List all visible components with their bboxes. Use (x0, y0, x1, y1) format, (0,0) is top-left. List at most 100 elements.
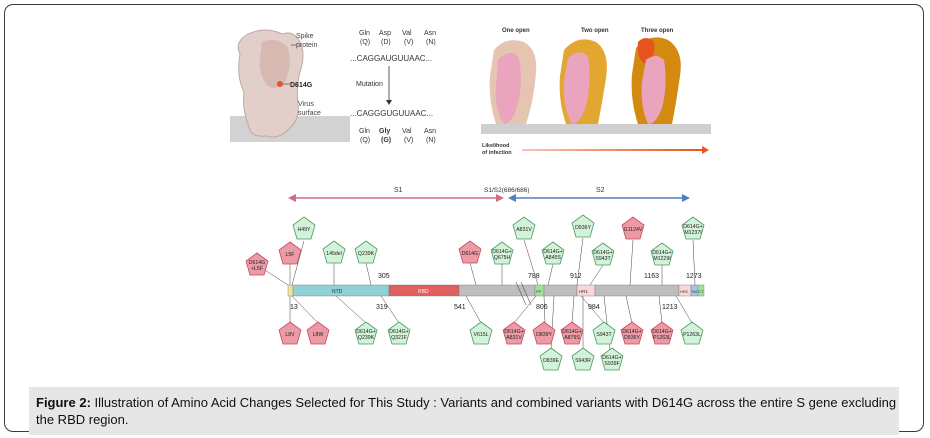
variant-label: L8W (313, 332, 324, 338)
variant-marker: D614G+P1263L (650, 321, 674, 345)
variant-label: D614G+S943T (593, 250, 612, 262)
mutation-label: Mutation (356, 81, 383, 88)
svg-text:1163: 1163 (644, 273, 659, 280)
variants-below: L8V L8W D614G+Q239K D614G+Q321F V615L (278, 321, 704, 371)
svg-text:CT: CT (698, 289, 704, 294)
variant-marker: V615L (469, 321, 493, 345)
svg-text:Three open: Three open (641, 28, 674, 34)
likelihood-arrow (522, 149, 702, 151)
svg-text:(G): (G) (381, 137, 391, 144)
variant-marker: D614G (458, 240, 482, 264)
svg-text:Val: Val (402, 30, 412, 37)
variant-label: L8V (285, 332, 295, 338)
variant-marker: D614G+A879S (560, 321, 584, 345)
svg-text:TM: TM (691, 289, 697, 294)
variant-marker: L8W (306, 321, 330, 345)
variant-label: G1124V (624, 227, 643, 233)
svg-text:(V): (V) (404, 39, 413, 46)
svg-text:984: 984 (588, 304, 600, 311)
s2-label: S2 (596, 187, 605, 194)
variant-label: H49Y (298, 227, 312, 233)
variant-label: S943T (596, 332, 612, 338)
variant-marker: D839E (539, 347, 563, 371)
variant-label: D614G+S939F (602, 355, 621, 367)
variant-marker: S943R (571, 347, 595, 371)
svg-text:HR1: HR1 (579, 289, 588, 294)
svg-text:806: 806 (536, 304, 548, 311)
variant-marker: L5F (278, 241, 302, 265)
variant-marker: D614G+M1229I (650, 242, 674, 266)
sequence-original: ...CAGGAUGUUAAC... (350, 54, 432, 63)
variant-marker: G1124V (621, 216, 645, 240)
codon-sequence-panel: Gln Asp Val Asn (Q) (D) (V) (N) ...CAGGA… (350, 30, 436, 144)
variant-marker: L8V (278, 321, 302, 345)
svg-text:541: 541 (454, 304, 466, 311)
svg-text:HR2: HR2 (680, 289, 689, 294)
region-arrows: S1 S1/S2(686/686) S2 (288, 187, 690, 202)
d614g-label: D614G (290, 82, 313, 89)
svg-text:of infection: of infection (482, 150, 512, 156)
virus-label-2: surface (298, 110, 321, 117)
svg-text:1273: 1273 (686, 273, 702, 280)
variant-label: D614G+Q239K (356, 329, 375, 341)
virus-label: Virus (298, 101, 314, 108)
variant-label: 145del (326, 251, 342, 257)
variants-above: D614G+L5F L5F H49Y 145del Q239K (245, 214, 705, 276)
variant-marker: H49Y (292, 216, 316, 240)
variant-label: A831V (516, 227, 532, 233)
svg-text:One open: One open (502, 28, 530, 34)
svg-text:Gly: Gly (379, 128, 390, 135)
variant-marker: P1263L (680, 321, 704, 345)
variant-marker: D839Y (532, 321, 556, 345)
variant-marker: D614G+Q321F (387, 321, 411, 345)
variant-label: D614G+A831V (504, 329, 523, 341)
svg-text:788: 788 (528, 273, 540, 280)
spike-label: Spike (296, 33, 314, 40)
svg-text:FP: FP (536, 289, 541, 294)
variant-marker: 145del (322, 240, 346, 264)
figure-caption: Figure 2: Illustration of Amino Acid Cha… (29, 387, 899, 435)
variant-marker: D614G+Q675H (490, 241, 514, 265)
svg-text:912: 912 (570, 273, 582, 280)
variant-label: D614G+A845S (543, 249, 562, 261)
variant-label: S943R (575, 358, 591, 364)
svg-text:(Q): (Q) (360, 39, 370, 46)
variant-marker: D614G+L5F (245, 252, 269, 276)
variant-label: V615L (473, 332, 488, 338)
svg-text:Asn: Asn (424, 30, 436, 37)
spike-label-2: protein (296, 42, 318, 49)
svg-text:Asp: Asp (379, 30, 391, 37)
variant-label: D614G+A879S (562, 329, 581, 341)
svg-text:13: 13 (290, 304, 298, 311)
variant-label: D614G+Q675H (492, 249, 511, 261)
variant-label: D839Y (536, 332, 552, 338)
variant-marker: D614G+A831V (502, 321, 526, 345)
variant-marker: S943T (592, 321, 616, 345)
open-states-illustration: One open Two open Three open Likelihood … (481, 28, 711, 156)
variant-marker: D614G+S943T (591, 242, 615, 266)
variant-label: D936Y (575, 225, 591, 231)
variant-label: D614G+M1229I (652, 250, 671, 262)
figure-frame: Spike protein D614G Virus surface Gln As… (4, 4, 924, 435)
svg-text:305: 305 (378, 273, 390, 280)
svg-text:RBD: RBD (418, 289, 429, 295)
svg-text:Likelihood: Likelihood (482, 143, 510, 149)
caption-text: Illustration of Amino Acid Changes Selec… (36, 395, 897, 427)
variant-label: D614G+P1263L (652, 329, 671, 341)
spike-protein-illustration: Spike protein D614G Virus surface (230, 29, 350, 142)
svg-text:Gln: Gln (359, 128, 370, 135)
ct-domain (697, 284, 705, 297)
variant-label: Q239K (358, 251, 375, 257)
svg-text:(N): (N) (426, 39, 436, 46)
svg-text:(V): (V) (404, 137, 413, 144)
position-numbers: 305 788 912 1163 1273 13 319 541 806 984… (290, 273, 702, 311)
variant-marker: D614G+D936Y (620, 321, 644, 345)
variant-marker: D614G+Q239K (354, 321, 378, 345)
figure-image: Spike protein D614G Virus surface Gln As… (226, 20, 714, 377)
svg-text:Two open: Two open (581, 28, 609, 34)
s1-label: S1 (394, 187, 403, 194)
variant-label: D839E (543, 358, 559, 364)
variant-marker: D614G+A845S (541, 241, 565, 265)
cleavage-label: S1/S2(686/686) (484, 187, 530, 194)
variant-label: P1263L (683, 332, 701, 338)
